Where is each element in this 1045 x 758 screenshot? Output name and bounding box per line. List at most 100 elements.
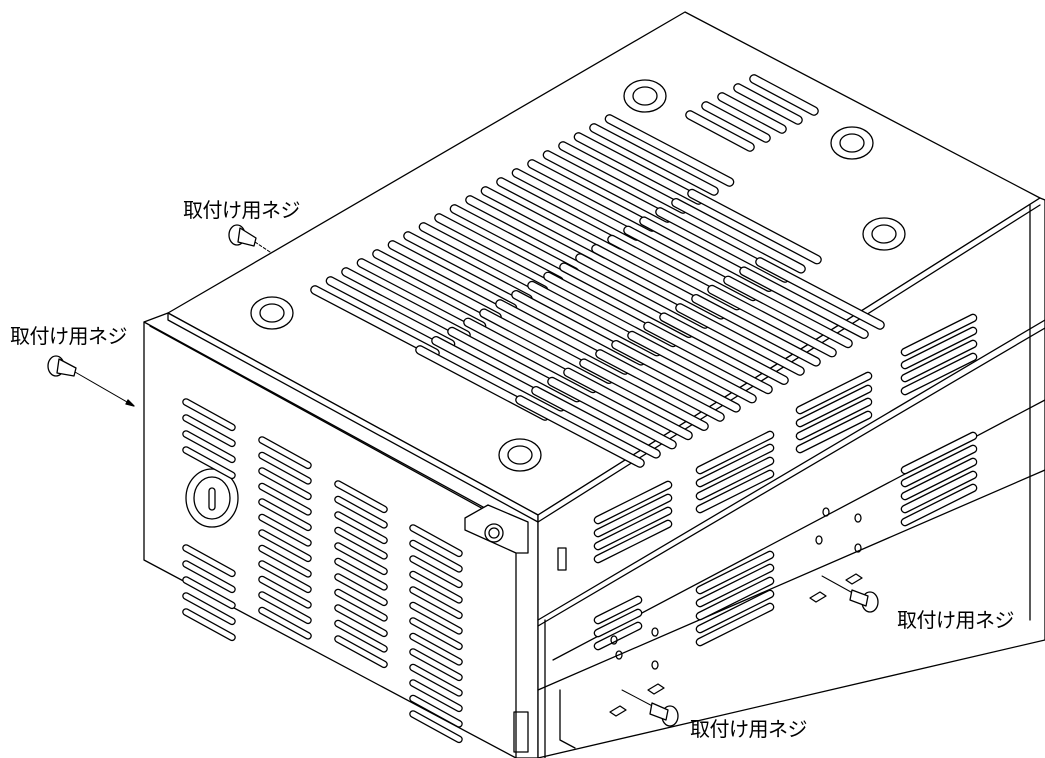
screw-bottom bbox=[621, 689, 679, 727]
vent-slot-inner bbox=[697, 432, 773, 473]
vent-slot-inner bbox=[410, 587, 462, 618]
vent-slot-inner bbox=[902, 354, 976, 394]
vent-slot-inner bbox=[327, 277, 454, 348]
vent-slot-inner bbox=[410, 556, 462, 587]
vent-slot-inner bbox=[259, 592, 311, 623]
vent-slot-inner bbox=[335, 543, 387, 574]
vent-slot-inner bbox=[259, 437, 311, 468]
front-corner-bracket bbox=[464, 504, 567, 571]
vent-slot-inner bbox=[902, 485, 976, 525]
vent-slot-inner bbox=[544, 151, 671, 222]
vent-slot-inner bbox=[513, 169, 640, 240]
side-panel bbox=[537, 197, 1045, 758]
vent-slot-inner bbox=[724, 276, 852, 347]
screw-top-left bbox=[228, 224, 271, 253]
vent-slot-inner bbox=[734, 84, 802, 124]
vent-slot-inner bbox=[410, 525, 462, 556]
vent-slot-inner bbox=[902, 341, 976, 381]
vent-slot-inner bbox=[404, 232, 532, 303]
screw-label-left: 取付け用ネジ bbox=[10, 324, 128, 348]
vent-slot-inner bbox=[644, 322, 772, 393]
vent-slot-inner bbox=[183, 431, 235, 462]
vent-slot-inner bbox=[596, 350, 724, 421]
vent-slot-inner bbox=[740, 267, 868, 338]
vent-slot-inner bbox=[259, 484, 311, 515]
vent-slot-inner bbox=[482, 187, 609, 258]
vent-slot-inner bbox=[697, 445, 773, 486]
vent-slot-inner bbox=[595, 521, 671, 562]
vent-slot-inner bbox=[311, 286, 439, 357]
vent-slot-inner bbox=[373, 250, 501, 321]
vent-slot-inner bbox=[410, 649, 462, 680]
vent-slot-inner bbox=[335, 605, 387, 636]
side-vent-slots bbox=[593, 313, 978, 651]
vent-slot-inner bbox=[335, 636, 387, 667]
vent-slot-inner bbox=[902, 315, 976, 355]
boss-2 bbox=[830, 126, 874, 160]
vent-slot-inner bbox=[410, 680, 462, 711]
vent-slot-inner bbox=[259, 515, 311, 546]
vent-slot-inner bbox=[342, 268, 470, 339]
vent-slot-inner bbox=[697, 458, 773, 499]
vent-slot-inner bbox=[697, 591, 773, 632]
vent-slot-inner bbox=[410, 541, 462, 572]
screw-label-bottom: 取付け用ネジ bbox=[690, 717, 808, 741]
vent-slot-inner bbox=[410, 665, 462, 696]
vent-slot-inner bbox=[183, 545, 235, 576]
vent-slot-inner bbox=[183, 577, 235, 608]
vent-slot-inner bbox=[697, 604, 773, 645]
vent-slot-inner bbox=[335, 512, 387, 543]
vent-slot-inner bbox=[259, 561, 311, 592]
vent-slot-inner bbox=[259, 453, 311, 484]
vent-slot-inner bbox=[259, 577, 311, 608]
vent-slot-inner bbox=[590, 124, 718, 195]
vent-slot-inner bbox=[466, 196, 594, 267]
vent-slot-inner bbox=[797, 412, 871, 452]
vent-slot-inner bbox=[660, 313, 788, 384]
vent-slot-inner bbox=[410, 696, 462, 727]
screw-label-right: 取付け用ネジ bbox=[897, 608, 1015, 632]
vent-slot-inner bbox=[259, 546, 311, 577]
vent-slot-inner bbox=[697, 471, 773, 512]
vent-slot-inner bbox=[902, 446, 976, 486]
vent-slot-inner bbox=[595, 597, 641, 623]
vent-slot-inner bbox=[410, 572, 462, 603]
vent-slot-inner bbox=[902, 459, 976, 499]
vent-slot-inner bbox=[606, 115, 733, 186]
vent-slot-inner bbox=[580, 359, 708, 430]
vent-slot-inner bbox=[575, 133, 702, 204]
vent-slot-inner bbox=[451, 205, 578, 276]
vent-slot-inner bbox=[420, 223, 547, 294]
vent-slot-inner bbox=[672, 199, 805, 273]
vent-slot-inner bbox=[595, 610, 641, 636]
vent-slot-inner bbox=[697, 565, 773, 606]
vent-slot-inner bbox=[595, 623, 641, 649]
boss-3 bbox=[862, 217, 906, 251]
vent-slot-inner bbox=[697, 578, 773, 619]
vent-slot-inner bbox=[686, 111, 754, 151]
vent-slot-inner bbox=[532, 387, 660, 458]
vent-slot-inner bbox=[612, 341, 740, 412]
boss-1 bbox=[623, 79, 667, 113]
vent-slot-inner bbox=[335, 590, 387, 621]
vent-slot-inner bbox=[259, 608, 311, 639]
vent-slot-inner bbox=[548, 378, 676, 449]
vent-slot-inner bbox=[183, 609, 235, 640]
vent-slot-inner bbox=[902, 328, 976, 368]
vent-slot-inner bbox=[410, 711, 462, 742]
vent-slot-inner bbox=[676, 304, 804, 375]
vent-slot-inner bbox=[797, 399, 871, 439]
vent-slot-inner bbox=[516, 396, 644, 467]
vent-slot-inner bbox=[335, 528, 387, 559]
vent-slot-inner bbox=[688, 190, 821, 264]
vent-slot-inner bbox=[335, 559, 387, 590]
top-vent-slots bbox=[310, 74, 885, 468]
vent-slot-inner bbox=[410, 634, 462, 665]
vent-slot-inner bbox=[410, 618, 462, 649]
vent-slot-inner bbox=[718, 93, 786, 133]
vent-slot-inner bbox=[183, 415, 235, 446]
vent-slot-inner bbox=[559, 142, 687, 213]
boss-5 bbox=[498, 438, 542, 472]
key-lock bbox=[185, 468, 239, 528]
